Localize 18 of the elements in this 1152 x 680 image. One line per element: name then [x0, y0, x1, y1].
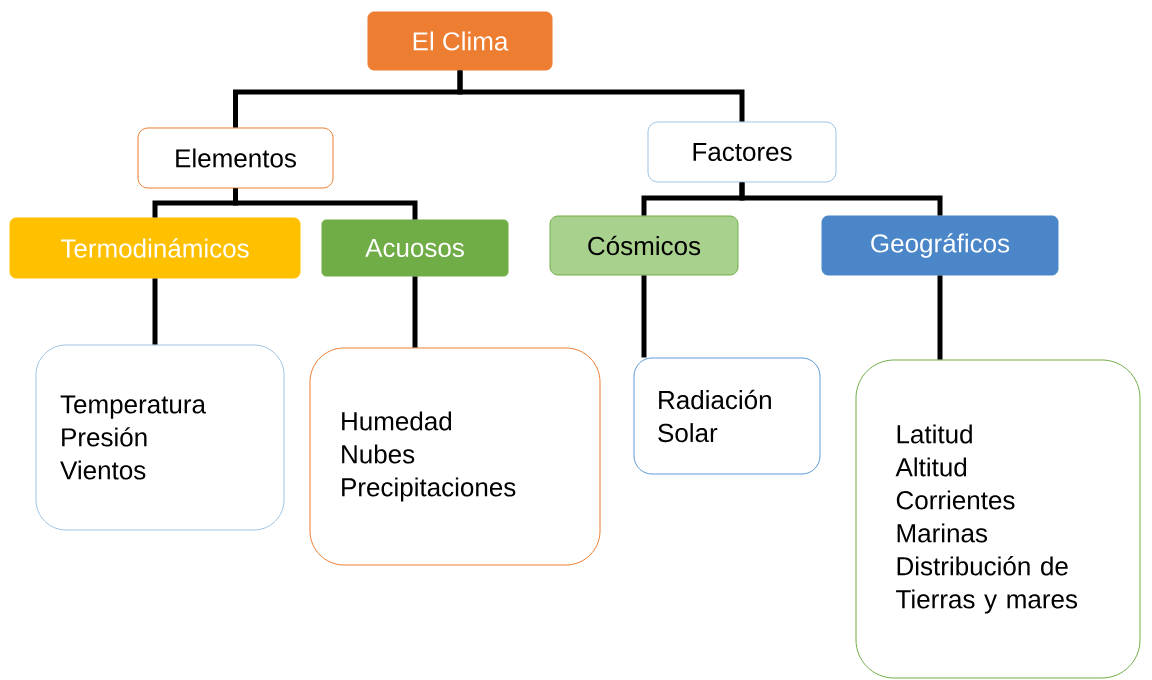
- connector-line: [457, 70, 745, 122]
- title-box: El Clima: [367, 11, 553, 71]
- category-box: Geográficos: [821, 215, 1059, 276]
- list-box: Radiación Solar: [633, 357, 821, 475]
- category-box: Elementos: [137, 127, 334, 189]
- connector-line: [739, 182, 943, 216]
- connector-line: [937, 275, 943, 360]
- category-box: Factores: [647, 121, 837, 183]
- list-box: Latitud Altitud Corrientes Marinas Distribución de Tierras y mares: [855, 359, 1141, 679]
- category-box: Termodinámicos: [9, 217, 301, 279]
- connector-line: [152, 278, 158, 345]
- list-box: Temperatura Presión Vientos: [35, 344, 285, 531]
- category-box: Acuosos: [321, 219, 509, 277]
- connector-line: [641, 275, 647, 358]
- connector-line: [412, 276, 418, 348]
- connector-line: [233, 188, 418, 220]
- list-box: Humedad Nubes Precipitaciones: [309, 347, 601, 566]
- category-box: Cósmicos: [549, 215, 739, 276]
